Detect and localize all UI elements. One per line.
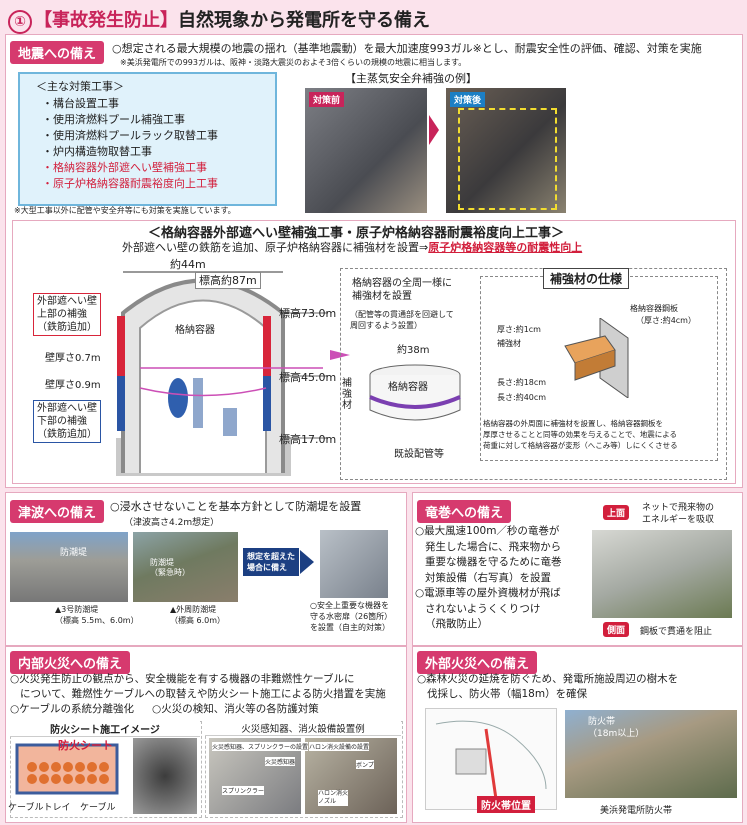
tsunami-photo-label-1: 防潮堤: [60, 548, 88, 558]
page-header: ①【事故発生防止】自然現象から発電所を守る備え: [8, 6, 430, 34]
spec-note: 格納容器の外周面に補強材を設置し、格納容器鋼板を厚厚させることと同等の効果を与え…: [483, 419, 678, 450]
tsunami-sub: （津波高さ4.2m想定）: [124, 518, 220, 528]
width-label: 約44m: [170, 258, 206, 271]
sheet-diagram: [15, 743, 119, 795]
wall-thickness-2: 壁厚さ0.9m: [45, 380, 101, 391]
quake-tag: 地震への備え: [10, 41, 105, 64]
equipment-title: 火災感知器、消火設備設置例: [205, 721, 401, 736]
equipment-tag: スプリンクラー: [222, 786, 265, 795]
tsunami-tag: 津波への備え: [10, 500, 105, 523]
example-title: 【主蒸気安全弁補強の例】: [345, 72, 477, 85]
tsunami-arrow-box: 想定を超えた場合に備え: [243, 548, 299, 576]
around-note: （配管等の貫通部を回避して周回するよう設置）: [350, 310, 454, 330]
quake-footnote: ※大型工事以外に配管や安全弁等にも対策を実施しています。: [14, 206, 236, 215]
fire-in-text: ○火災発生防止の観点から、安全機能を有する機器の非難燃性ケーブルに について、難…: [10, 673, 386, 715]
ring-vessel-label: 格納容器: [388, 382, 428, 393]
tsunami-caption-1: ▲3号防潮堤（標高 5.5m、6.0m）: [55, 605, 139, 625]
spec-thickness: 厚さ:約1cm: [497, 325, 541, 334]
watertight-door-photo: [320, 530, 388, 598]
equipment-tag: 火災感知器、スプリンクラーの設置: [212, 742, 309, 751]
fire-out-text: ○森林火災の延焼を防ぐため、発電所施設周辺の樹木を 伐採し、防火帯（幅18m）を…: [417, 673, 679, 700]
belt-position-label: 防火帯位置: [477, 796, 535, 813]
list-item-red: ・格納容器外部遮へい壁補強工事: [42, 161, 207, 174]
sheet-label: 防火シート: [58, 739, 113, 752]
after-label: 対策後: [450, 92, 486, 107]
steel-thickness: （厚さ:約4cm）: [636, 316, 696, 325]
plate-diagram: [564, 318, 629, 398]
elevation-73: 標高73.0m: [279, 307, 337, 320]
around-text: 格納容器の全周一様に補強材を設置: [352, 278, 452, 302]
tsunami-photo-2: [133, 532, 238, 602]
measures-title: ＜主な対策工事＞: [36, 80, 124, 93]
reinforce-desc: 外部遮へい壁の鉄筋を追加、原子炉格納容器に補強材を設置⇒原子炉格納容器等の耐震性…: [122, 241, 583, 254]
list-item: ・使用済燃料プール補強工事: [42, 113, 185, 126]
spec-frame: [340, 268, 727, 480]
before-label: 対策前: [309, 92, 345, 107]
measures-list: ・構台設置工事 ・使用済燃料プール補強工事 ・使用済燃料プールラック取替工事 ・…: [42, 96, 218, 192]
vessel-label: 格納容器: [175, 325, 215, 336]
ring-diagram: [369, 364, 461, 421]
tornado-tag: 竜巻への備え: [417, 500, 512, 523]
lower-callout: 外部遮へい壁 下部の補強 （鉄筋追加）: [33, 400, 101, 443]
equipment-tag: 火災感知器: [265, 757, 296, 766]
before-photo: [305, 88, 427, 213]
tray-label: ケーブルトレイ: [8, 803, 71, 813]
tsunami-photo-label-2: 防潮堤（緊急時）: [150, 558, 190, 577]
tsunami-caption-2: ▲外周防潮堤（標高 6.0m）: [170, 605, 226, 625]
tsunami-line: ○浸水させないことを基本方針として防潮堤を設置: [110, 500, 362, 513]
section-number: ①: [8, 10, 32, 34]
upper-callout: 外部遮へい壁 上部の補強 （鉄筋追加）: [33, 293, 101, 336]
list-item: ・構台設置工事: [42, 97, 119, 110]
measures-box: ＜主な対策工事＞ ・構台設置工事 ・使用済燃料プール補強工事 ・使用済燃料プール…: [18, 72, 277, 206]
page-subtitle: 自然現象から発電所を守る備え: [178, 10, 430, 31]
spec-title: 補強材の仕様: [543, 268, 630, 289]
list-item-red: ・原子炉格納容器耐震裕度向上工事: [42, 177, 218, 190]
tornado-text: ○最大風速100m／秒の竜巻が 発生した場合に、飛来物から 重要な機器を守るため…: [415, 525, 562, 630]
top-label: 上面: [603, 505, 630, 520]
compare-arrow: [429, 115, 439, 145]
list-item: ・使用済燃料プールラック取替工事: [42, 129, 218, 142]
equipment-tag: ハロン消火設備の設置: [309, 742, 370, 751]
wall-thickness-1: 壁厚さ0.7m: [45, 353, 101, 364]
spec-length-18: 長さ:約18cm: [497, 378, 547, 387]
reinforce-title: ＜格納容器外部遮へい壁補強工事・原子炉格納容器耐震裕度向上工事＞: [148, 226, 565, 241]
side-label: 側面: [603, 622, 630, 637]
tunnel-photo: [133, 738, 197, 814]
firebreak-photo: [565, 710, 737, 798]
reinforce-material-label: 補強材: [342, 378, 352, 411]
equipment-tag: ボンプ: [356, 760, 374, 769]
fire-in-tag: 内部火災への備え: [10, 651, 131, 674]
diameter-label: 約38m: [397, 345, 430, 356]
tsunami-arrow: [300, 550, 314, 574]
spec-material: 補強材: [497, 339, 521, 348]
pipe-label: 既設配管等: [394, 449, 444, 460]
highlight-frame: [458, 108, 557, 210]
page-title: 【事故発生防止】: [34, 10, 178, 31]
sheet-image-title: 防火シート施工イメージ: [10, 721, 200, 737]
steel-label: 格納容器鋼板: [630, 304, 678, 313]
tsunami-photo-1: [10, 532, 128, 602]
top-text: ネットで飛来物のエネルギーを吸収: [642, 503, 715, 525]
elevation-45: 標高45.0m: [279, 371, 337, 384]
tsunami-caption-3: ○安全上重要な機器を守る水密扉（26箇所）を設置（自主的対策）: [310, 601, 393, 632]
firebreak-caption: 美浜発電所防火帯: [600, 806, 673, 816]
fire-out-tag: 外部火災への備え: [417, 651, 538, 674]
site-map: [425, 708, 557, 810]
quake-line: ○想定される最大規模の地震の揺れ（基準地震動）を最大加速度993ガル※とし、耐震…: [112, 42, 702, 55]
quake-note: ※美浜発電所での993ガルは、阪神・淡路大震災のおよそ3倍くらいの規模の地震に相…: [120, 58, 467, 67]
side-text: 鋼板で貫通を阻止: [640, 627, 713, 637]
height-label: 標高約87m: [195, 272, 261, 289]
cable-label: ケーブル: [80, 803, 116, 813]
belt-photo-label: 防火帯（18m以上）: [588, 717, 645, 739]
elevation-17: 標高17.0m: [279, 433, 337, 446]
tornado-photo: [592, 530, 732, 618]
spec-length-40: 長さ:約40cm: [497, 393, 547, 402]
list-item: ・炉内構造物取替工事: [42, 145, 152, 158]
containment-diagram: [116, 271, 328, 476]
equipment-tag: ハロン消火ノズル: [318, 790, 349, 806]
